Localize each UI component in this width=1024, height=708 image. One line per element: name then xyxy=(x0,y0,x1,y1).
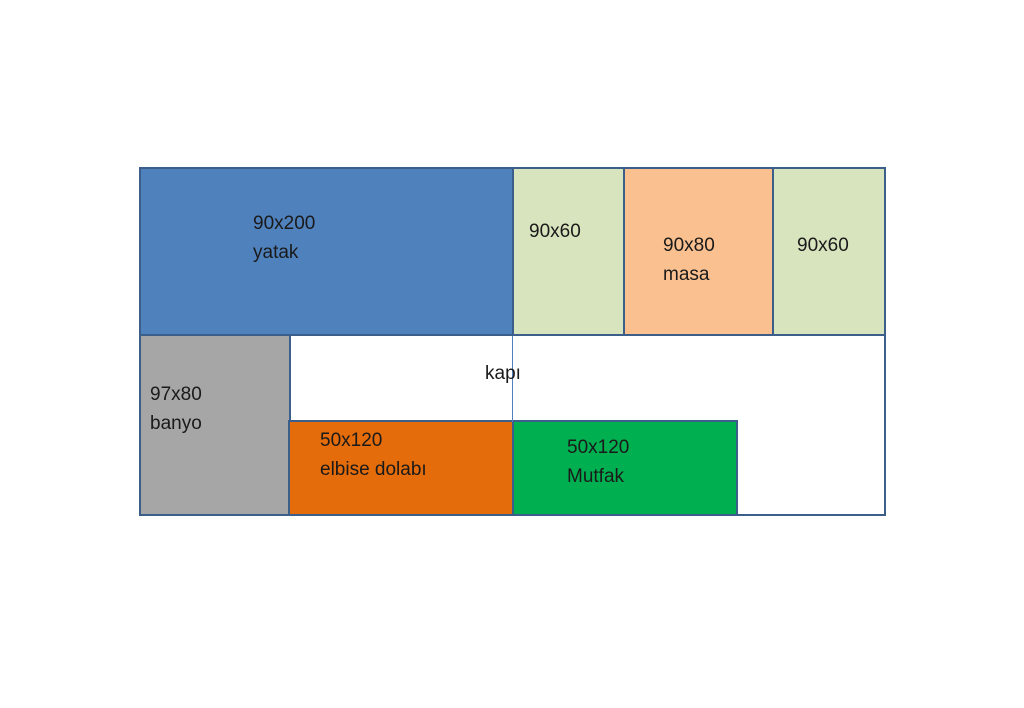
yatak-size: 90x200 xyxy=(253,213,316,234)
banyo-size: 97x80 xyxy=(150,384,202,405)
mutfak-size: 50x120 xyxy=(567,437,630,458)
label-elbise-dolabi: 50x120 elbise dolabı xyxy=(320,426,427,484)
label-masa: 90x80 masa xyxy=(663,231,715,289)
kapi-name: kapı xyxy=(485,363,521,384)
mutfak-name: Mutfak xyxy=(567,466,625,487)
elbise-name: elbise dolabı xyxy=(320,459,427,480)
label-mutfak: 50x120 Mutfak xyxy=(567,433,629,491)
masa-name: masa xyxy=(663,264,710,285)
room-elbise-dolabi xyxy=(288,420,514,516)
label-kapi: kapı xyxy=(485,359,521,388)
block-90x60-right xyxy=(772,167,886,336)
masa-size: 90x80 xyxy=(663,235,715,256)
door-line xyxy=(512,336,513,422)
block-left-size: 90x60 xyxy=(529,221,581,242)
label-banyo: 97x80 banyo xyxy=(150,380,202,438)
elbise-size: 50x120 xyxy=(320,430,383,451)
room-masa xyxy=(623,167,774,336)
room-mutfak xyxy=(512,420,738,516)
block-90x60-left xyxy=(512,167,625,336)
label-90x60-left: 90x60 xyxy=(529,217,581,246)
banyo-name: banyo xyxy=(150,413,202,434)
label-90x60-right: 90x60 xyxy=(797,231,849,260)
room-yatak xyxy=(139,167,514,336)
yatak-name: yatak xyxy=(253,242,299,263)
block-right-size: 90x60 xyxy=(797,235,849,256)
label-yatak: 90x200 yatak xyxy=(253,209,315,267)
